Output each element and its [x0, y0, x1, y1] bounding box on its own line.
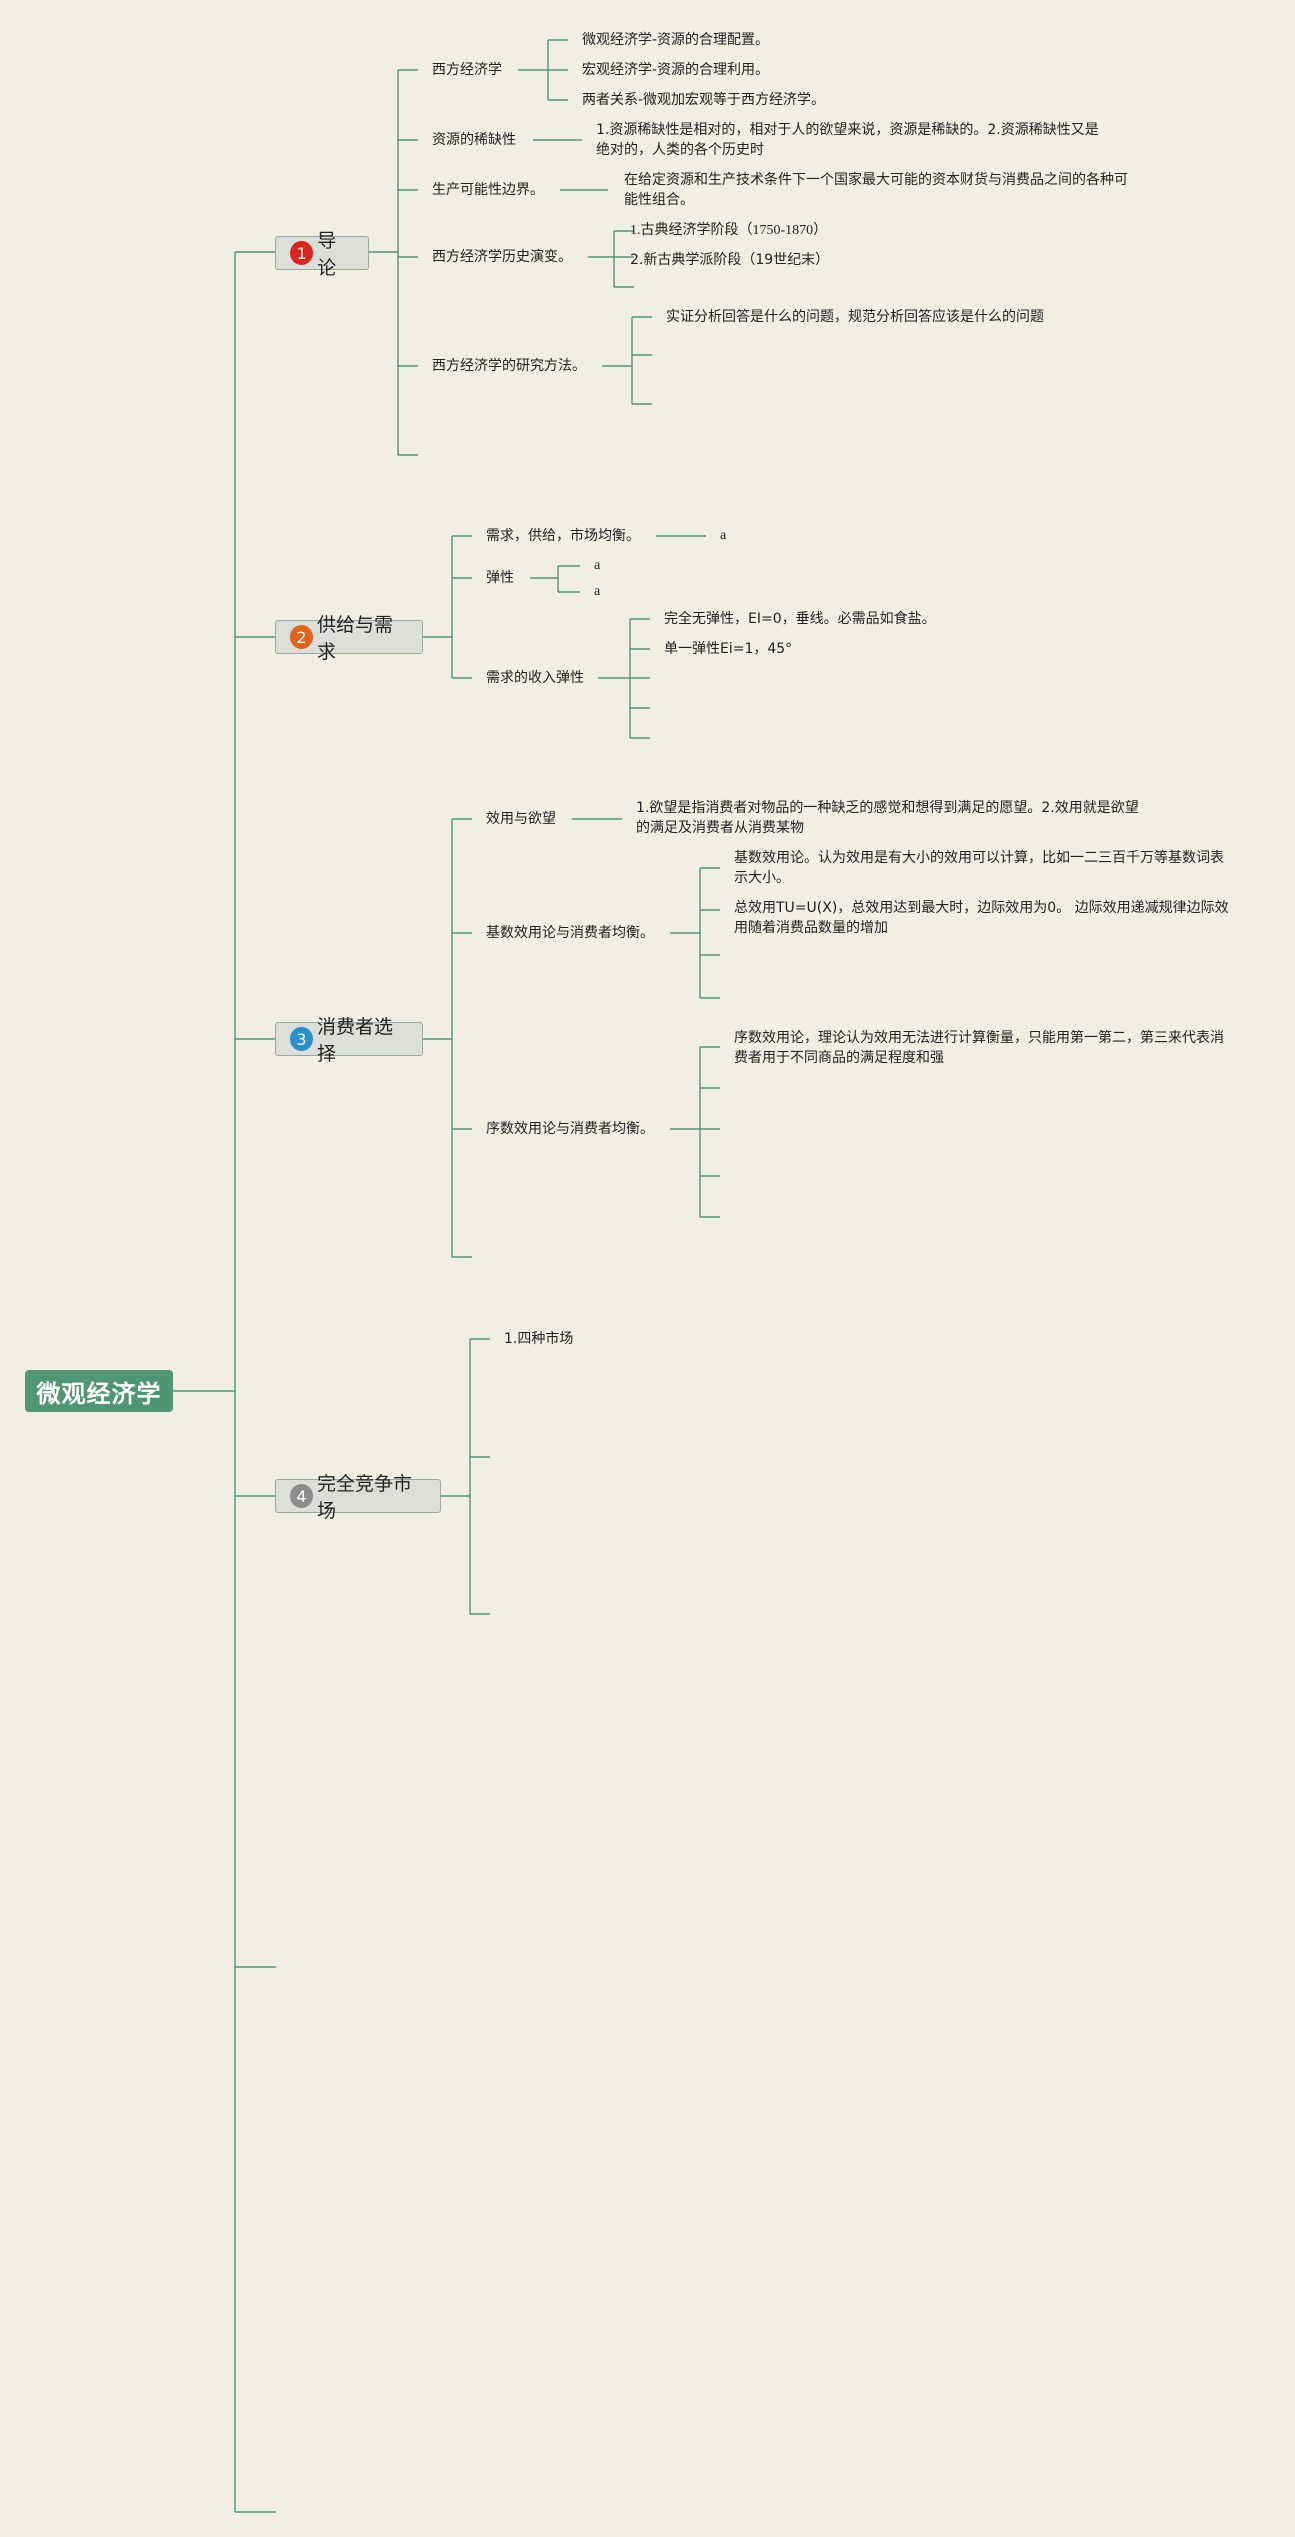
topic[interactable]: 需求的收入弹性 [486, 670, 584, 686]
subtopic[interactable]: a [594, 558, 601, 573]
topic[interactable]: 西方经济学历史演变。 [432, 249, 572, 265]
topic[interactable]: 弹性 [486, 570, 514, 586]
subtopic[interactable]: 实证分析回答是什么的问题，规范分析回答应该是什么的问题 [666, 309, 1044, 325]
subtopic[interactable]: 在给定资源和生产技术条件下一个国家最大可能的资本财货与消费品之间的各种可能性组合… [624, 172, 1128, 208]
subtopic[interactable]: 两者关系-微观加宏观等于西方经济学。 [582, 92, 826, 108]
subtopic[interactable]: 完全无弹性，EI=0，垂线。必需品如食盐。 [664, 611, 936, 627]
topic[interactable]: 序数效用论与消费者均衡。 [486, 1121, 654, 1137]
subtopic[interactable]: 宏观经济学-资源的合理利用。 [582, 62, 770, 78]
branch-2[interactable]: 2 供给与需求 [275, 614, 423, 663]
subtopic[interactable]: 2.新古典学派阶段（19世纪末） [630, 252, 830, 268]
subtopic[interactable]: 总效用TU=U(X)，总效用达到最大时，边际效用为0。 边际效用递减规律边际效用… [734, 900, 1229, 936]
root-topic[interactable]: 微观经济学 [25, 1370, 173, 1412]
subtopic[interactable]: 序数效用论，理论认为效用无法进行计算衡量，只能用第一第二，第三来代表消费者用于不… [734, 1030, 1224, 1066]
topic[interactable]: 需求，供给，市场均衡。 [486, 528, 640, 544]
subtopic[interactable]: 微观经济学-资源的合理配置。 [582, 32, 770, 48]
topic[interactable]: 西方经济学 [432, 62, 502, 78]
topic[interactable]: 西方经济学的研究方法。 [432, 358, 586, 374]
branch-label: 完全竞争市场 [316, 1473, 412, 1522]
branch-3[interactable]: 3 消费者选择 [275, 1016, 423, 1065]
topic[interactable]: 基数效用论与消费者均衡。 [486, 925, 654, 941]
subtopic[interactable]: 1.欲望是指消费者对物品的一种缺乏的感觉和想得到满足的愿望。2.效用就是欲望的满… [636, 800, 1139, 836]
number-badge: 2 [290, 625, 313, 649]
topic[interactable]: 资源的稀缺性 [432, 132, 516, 148]
subtopic[interactable]: 1.古典经济学阶段（1750-1870） [630, 223, 828, 238]
branch-1[interactable]: 1 导论 [275, 230, 369, 279]
number-badge: 3 [290, 1027, 313, 1051]
number-badge: 4 [290, 1484, 313, 1508]
subtopic[interactable]: 1.资源稀缺性是相对的，相对于人的欲望来说，资源是稀缺的。2.资源稀缺性又是绝对… [596, 122, 1099, 158]
branch-label: 导论 [317, 230, 337, 279]
subtopic[interactable]: 基数效用论。认为效用是有大小的效用可以计算，比如一二三百千万等基数词表示大小。 [734, 850, 1224, 886]
topic[interactable]: 生产可能性边界。 [432, 182, 544, 198]
subtopic[interactable]: a [720, 528, 727, 543]
subtopic[interactable]: a [594, 584, 601, 599]
subtopic[interactable]: 单一弹性Ei=1，45° [664, 641, 793, 657]
topic[interactable]: 1.四种市场 [504, 1331, 574, 1347]
branch-label: 消费者选择 [316, 1016, 393, 1065]
number-badge: 1 [290, 241, 314, 265]
topic[interactable]: 效用与欲望 [486, 811, 556, 827]
branch-4[interactable]: 4 完全竞争市场 [275, 1473, 441, 1522]
branch-label: 供给与需求 [316, 614, 393, 663]
